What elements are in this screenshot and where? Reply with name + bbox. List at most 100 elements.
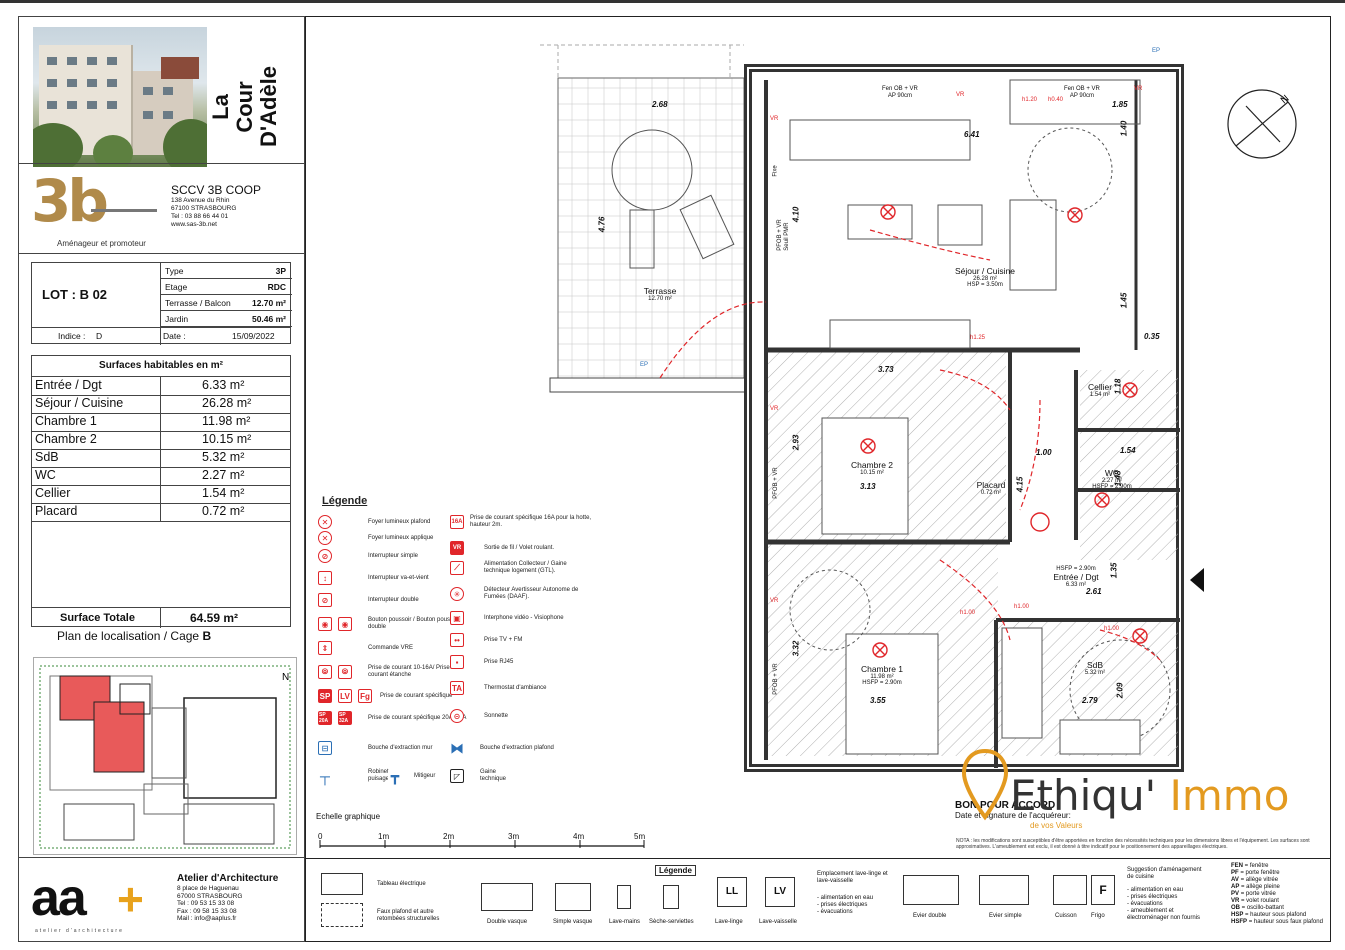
architect-address1: 8 place de Haguenau — [177, 885, 239, 892]
towel-dryer-icon — [663, 885, 679, 909]
watermark: Ethiqu' Immo de vos Valeurs — [960, 745, 1340, 845]
north-arrow-icon: N — [1227, 89, 1297, 159]
developer-info: SCCV 3B COOP 138 Avenue du Rhin 67100 ST… — [171, 183, 261, 229]
bottom-item: Simple vasque — [553, 919, 593, 925]
floor-plan — [540, 44, 1204, 772]
abbreviation-list: FEN = fenêtre PF = porte fenêtre AV = al… — [1231, 863, 1323, 925]
hood-socket-icon: 16A — [450, 515, 464, 529]
gtl-icon: ⟋ — [450, 561, 464, 575]
bottom-item: Evier simple — [989, 913, 1022, 919]
developer-address2: 67100 STRASBOURG — [171, 205, 237, 212]
legend-item: Bouche d'extraction plafond — [480, 744, 554, 751]
top-border — [0, 0, 1345, 3]
architect-tel: Tel : 09 53 15 33 08 — [177, 900, 235, 907]
plan-marker: VR — [770, 406, 779, 412]
architect-logo: aa + atelier d'architecture — [31, 872, 161, 934]
legend-item: Sortie de fil / Volet roulant. — [484, 544, 555, 551]
washing-machine-icon: LL — [717, 877, 747, 907]
dim-label: 1.35 — [1109, 562, 1119, 579]
tv-socket-icon: •• — [450, 633, 464, 647]
dim-label: 4.10 — [791, 206, 801, 223]
graphic-scale: Echelle graphique 0 1m 2m 3m 4m 5m — [316, 812, 656, 852]
dim-label: 2.93 — [791, 434, 801, 451]
legend-item: Foyer lumineux plafond — [368, 518, 431, 525]
legend-item: Commande VRE — [368, 644, 414, 651]
surfaces-title: Surfaces habitables en m² — [32, 356, 290, 377]
window-note: PFOB + VR — [772, 467, 779, 499]
electrical-panel-icon — [321, 873, 363, 895]
plan-marker: VR — [770, 598, 779, 604]
dim-label: 3.32 — [791, 640, 801, 657]
bottom-item: Lave-linge — [715, 919, 743, 925]
watermark-text1: Ethiqu' — [1010, 771, 1157, 820]
height-note: h1.00 — [1104, 626, 1120, 632]
false-ceiling-icon — [321, 903, 363, 927]
drawing-frame — [305, 16, 1331, 942]
lot-terrace-label: Terrasse / Balcon — [165, 298, 231, 308]
lot-number: B 02 — [79, 287, 108, 302]
lot-floor-label: Etage — [165, 282, 188, 292]
bottom-item: Lave-vaisselle — [759, 919, 798, 925]
legend-item: Interrupteur simple — [368, 552, 419, 559]
fridge-icon: F — [1091, 875, 1115, 905]
bottom-item: Lave-mains — [609, 919, 641, 925]
window-note: PFOB + VR — [772, 663, 779, 695]
vre-control-icon: ⇕ — [318, 641, 332, 655]
approval-title: BON POUR ACCORD — [955, 800, 1056, 811]
cooktop-icon — [1053, 875, 1087, 905]
developer-name: SCCV 3B COOP — [171, 183, 262, 197]
bottom-tableau-label: Tableau électrique — [377, 881, 426, 887]
legend-item: Alimentation Collecteur / Gaine techniqu… — [484, 561, 567, 574]
date-label: Date : — [163, 331, 186, 341]
architect-tagline: atelier d'architecture — [35, 928, 124, 934]
dim-label: 0.35 — [1144, 332, 1160, 341]
dim-label: 2.79 — [1082, 696, 1098, 705]
room-cellier: Cellier 1.54 m² — [1087, 382, 1113, 398]
hand-basin-icon — [617, 885, 631, 909]
legend-item: Bouton poussoir / Bouton poussoir double — [368, 617, 460, 630]
watermark-text2: Immo — [1169, 771, 1290, 820]
wire-outlet-icon: VR — [450, 541, 464, 555]
title-block: La Cour D'Adèle 3b Aménageur et promoteu… — [18, 16, 305, 942]
dim-label: 1.85 — [1112, 100, 1128, 109]
height-note: h0.40 — [1048, 97, 1064, 103]
dim-label: 2.68 — [652, 100, 668, 109]
lot-type-label: Type — [165, 266, 184, 276]
room-entree: HSFP = 2.90m Entrée / Dgt 6.33 m² — [1053, 566, 1099, 588]
dim-label: 4.15 — [1015, 476, 1025, 493]
scale-tick: 2m — [443, 832, 455, 841]
bottom-item: Sèche-serviettes — [649, 919, 694, 925]
plan-marker: EP — [640, 362, 649, 368]
architect-mail: Mail : info@aaplus.fr — [177, 915, 237, 922]
socket-waterproof-icon: ⦾ — [338, 665, 352, 679]
faucet-icon: ┬ — [318, 768, 332, 784]
rj45-icon: ▪ — [450, 655, 464, 669]
location-plan-title: Plan de localisation / Cage B — [57, 629, 212, 643]
socket-sp-icon: SP — [318, 689, 332, 703]
scale-tick: 0 — [318, 832, 323, 841]
developer-tagline: Aménageur et promoteur — [57, 239, 146, 248]
plan-marker: VR — [956, 92, 965, 98]
single-basin-icon — [555, 883, 591, 911]
legend-item: Interrupteur va-et-vient — [368, 574, 429, 581]
project-title: La Cour D'Adèle — [208, 65, 281, 147]
legend-item: Interrupteur double — [368, 596, 419, 603]
dim-label: 2.09 — [1115, 682, 1125, 699]
legend-item: Prise de courant spécifique 20A /32A — [368, 714, 467, 721]
height-note: h1.00 — [1014, 604, 1030, 610]
cage-value: B — [202, 629, 212, 643]
architect-address2: 67000 STRASBOURG — [177, 892, 243, 900]
switch-two-way-icon: ↕ — [318, 571, 332, 585]
lot-garden-value: 50.46 m² — [251, 314, 286, 324]
room-terrasse: Terrasse 12.70 m² — [643, 286, 677, 302]
double-basin-icon — [481, 883, 533, 911]
lot-title: LOT : B 02 — [42, 287, 108, 302]
dim-label: 1.40 — [1119, 120, 1129, 137]
legend-item: Prise de courant spécifique 16A pour la … — [470, 515, 592, 528]
